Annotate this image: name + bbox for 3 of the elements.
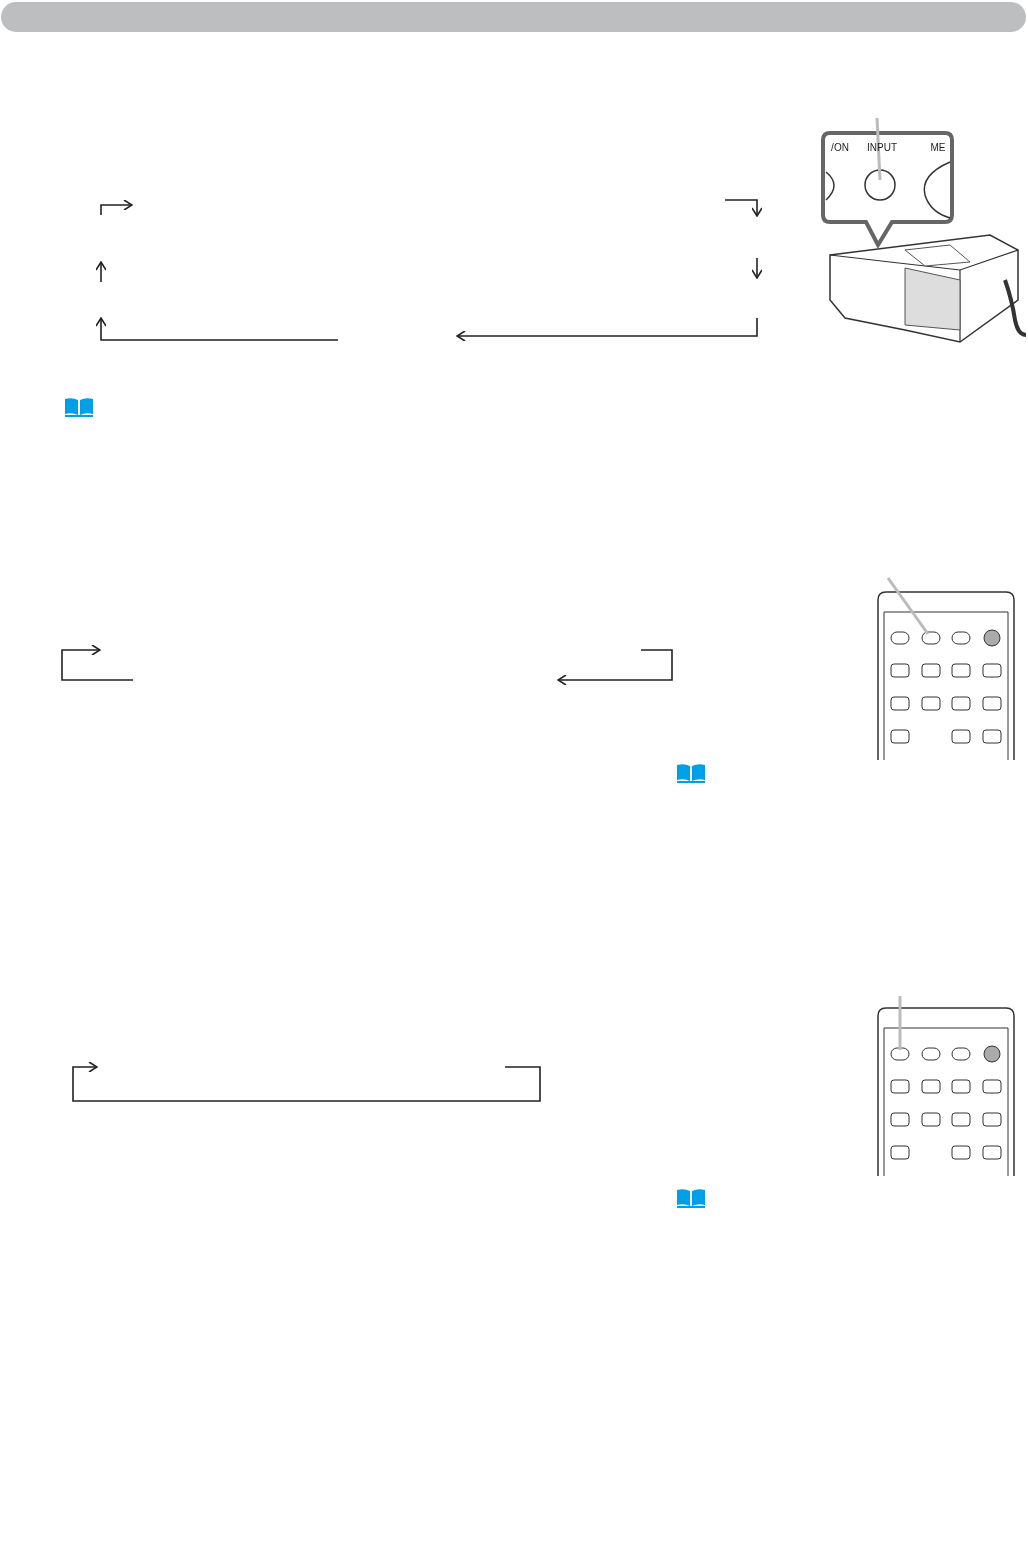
button-label: /ON: [831, 142, 849, 153]
button-label: ME: [930, 142, 946, 153]
button-label: INPUT: [867, 142, 897, 153]
